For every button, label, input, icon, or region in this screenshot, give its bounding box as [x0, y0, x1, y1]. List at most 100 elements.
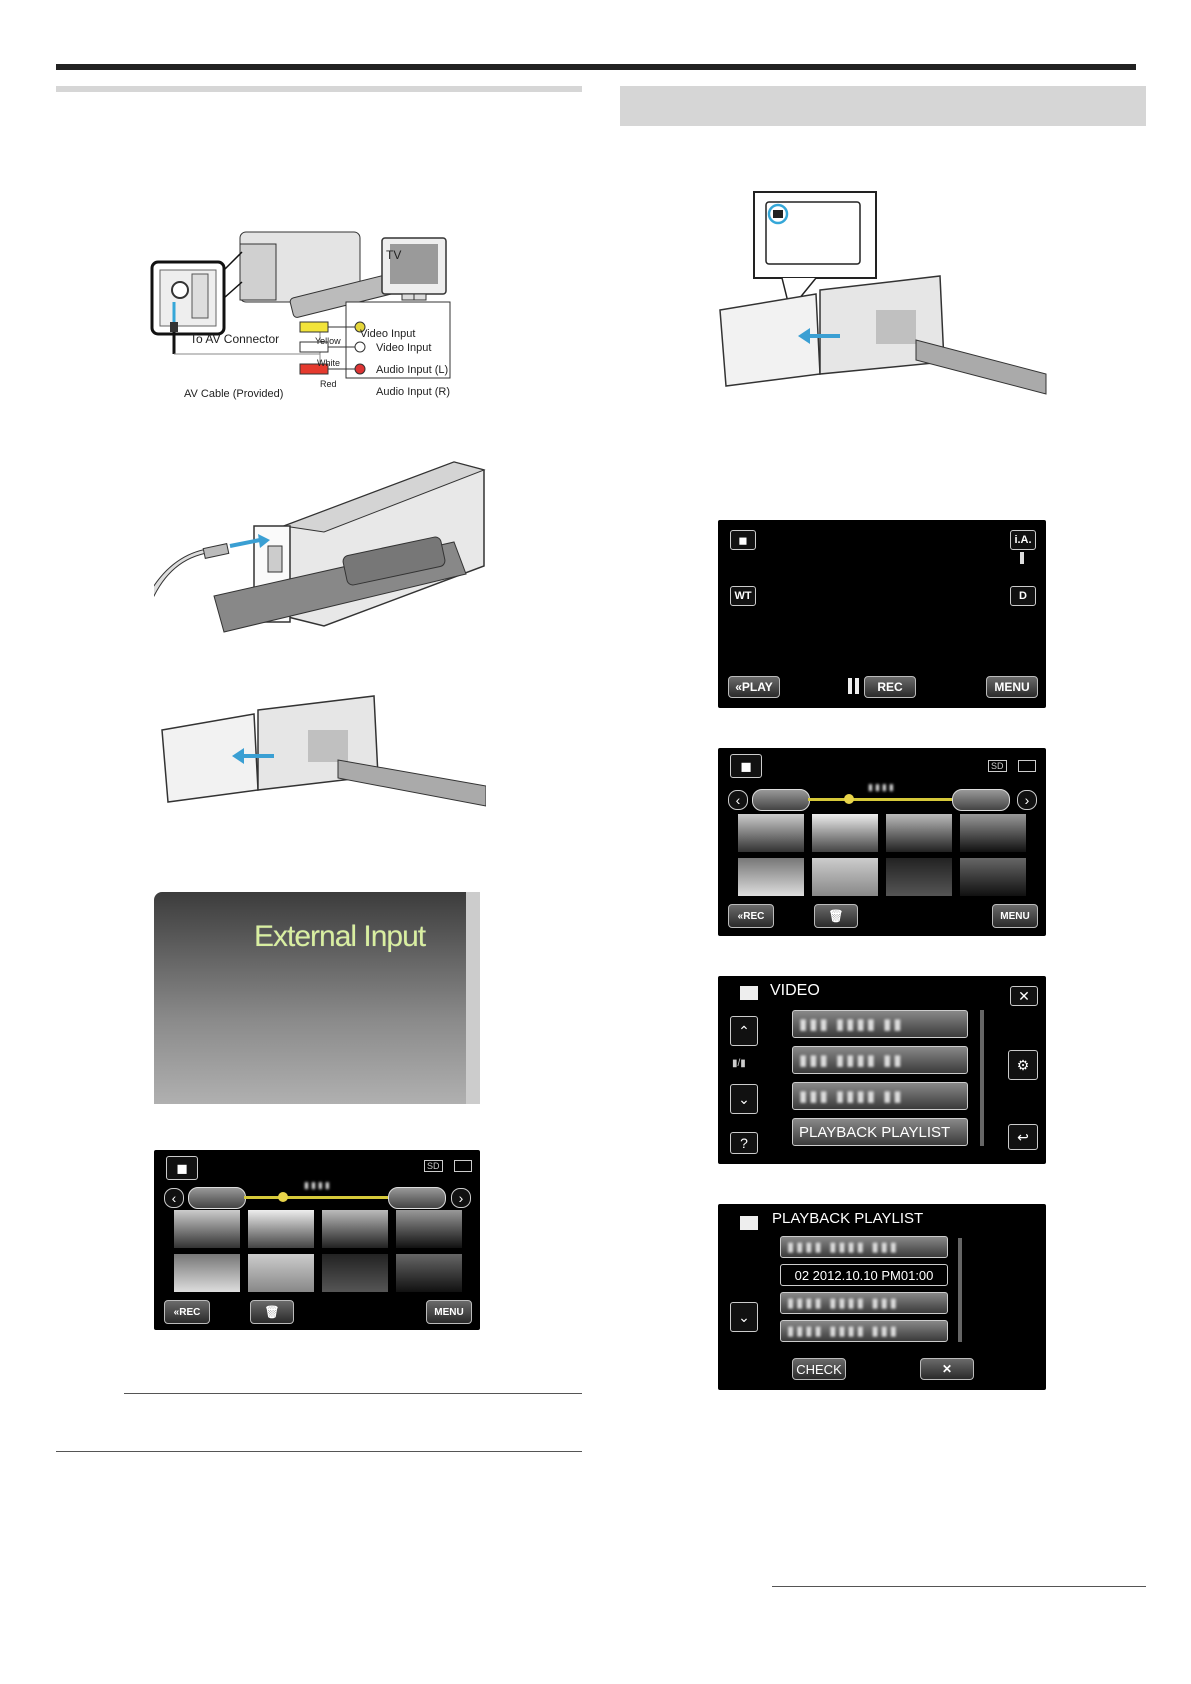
- lcd-callout-figure: [716, 190, 1050, 396]
- ia-button[interactable]: i.A.: [1010, 530, 1036, 550]
- thumbnail[interactable]: [322, 1254, 388, 1292]
- close-button[interactable]: ✕: [920, 1358, 974, 1380]
- right-section-header: [620, 86, 1146, 126]
- menu-button[interactable]: MENU: [986, 676, 1038, 698]
- thumbnail[interactable]: [174, 1254, 240, 1292]
- thumbnail[interactable]: [738, 814, 804, 852]
- scrollbar[interactable]: [958, 1238, 962, 1342]
- page-indicator: ▮/▮: [732, 1058, 746, 1069]
- trash-icon: 🗑: [264, 1305, 280, 1319]
- menu-item[interactable]: ▮▮▮ ▮▮▮▮ ▮▮: [792, 1010, 968, 1038]
- scrollbar[interactable]: [980, 1010, 984, 1146]
- next-arrow-icon[interactable]: ›: [451, 1188, 471, 1208]
- scroll-down-button[interactable]: ⌄: [730, 1302, 758, 1332]
- thumbnail[interactable]: [248, 1254, 314, 1292]
- video-mode-icon[interactable]: ◼: [166, 1156, 198, 1180]
- menu-item[interactable]: ▮▮▮ ▮▮▮▮ ▮▮: [792, 1082, 968, 1110]
- thumbnail[interactable]: [248, 1210, 314, 1248]
- figure-icon: [1020, 552, 1024, 564]
- white-label: White: [317, 358, 341, 368]
- thumbnail[interactable]: [396, 1254, 462, 1292]
- playlist-item-label: ▮▮▮▮ ▮▮▮▮ ▮▮▮: [787, 1239, 899, 1254]
- playlist-item[interactable]: ▮▮▮▮ ▮▮▮▮ ▮▮▮: [780, 1320, 948, 1342]
- d-button[interactable]: D: [1010, 586, 1036, 606]
- menu-item-label: ▮▮▮ ▮▮▮▮ ▮▮: [799, 1016, 904, 1033]
- video-camera-icon: [740, 986, 758, 1000]
- trash-button[interactable]: 🗑: [814, 904, 858, 928]
- prev-arrow-icon[interactable]: ‹: [728, 790, 748, 810]
- thumbnail[interactable]: [812, 858, 878, 896]
- thumbnail[interactable]: [886, 814, 952, 852]
- return-icon: ↩: [1017, 1128, 1029, 1145]
- thumbnail[interactable]: [812, 814, 878, 852]
- thumbnail[interactable]: [174, 1210, 240, 1248]
- red-label: Red: [320, 379, 337, 389]
- trash-button[interactable]: 🗑: [250, 1300, 294, 1324]
- video-input-header: Video Input: [360, 328, 416, 340]
- rec-button[interactable]: REC: [864, 676, 916, 698]
- menu-item[interactable]: ▮▮▮ ▮▮▮▮ ▮▮: [792, 1046, 968, 1074]
- left-section-bar: [56, 86, 582, 92]
- timeline-slider[interactable]: [844, 794, 854, 804]
- screen-bezel: [466, 892, 480, 1104]
- top-rule: [56, 64, 1136, 70]
- thumbnail[interactable]: [960, 814, 1026, 852]
- sd-badge: SD: [988, 760, 1007, 772]
- sd-badge: SD: [424, 1160, 443, 1172]
- video-mode-icon[interactable]: ◼: [730, 754, 762, 778]
- video-input-label: Video Input: [376, 342, 432, 354]
- yellow-label: Yellow: [315, 336, 341, 346]
- camcorder-lcd-callout-illustration: [719, 191, 1047, 395]
- date-pill-right[interactable]: [388, 1187, 446, 1209]
- rec-button[interactable]: «REC: [728, 904, 774, 928]
- timeline-slider[interactable]: [278, 1192, 288, 1202]
- playlist-item-label: ▮▮▮▮ ▮▮▮▮ ▮▮▮: [787, 1323, 899, 1338]
- gear-icon: ⚙: [1016, 1056, 1030, 1073]
- thumbnail[interactable]: [322, 1210, 388, 1248]
- menu-button[interactable]: MENU: [992, 904, 1038, 928]
- playlist-item-selected[interactable]: 02 2012.10.10 PM01:00: [780, 1264, 948, 1286]
- date-pill-left[interactable]: [752, 789, 810, 811]
- record-screen: ◼ i.A. WT D «PLAY REC MENU: [718, 520, 1046, 708]
- playlist-item[interactable]: ▮▮▮▮ ▮▮▮▮ ▮▮▮: [780, 1236, 948, 1258]
- menu-item-label: ▮▮▮ ▮▮▮▮ ▮▮: [799, 1052, 904, 1069]
- date-pill-right[interactable]: [952, 789, 1010, 811]
- timeline-bar[interactable]: [244, 1196, 388, 1199]
- help-button[interactable]: ?: [730, 1132, 758, 1154]
- prev-arrow-icon[interactable]: ‹: [164, 1188, 184, 1208]
- back-button[interactable]: ↩: [1008, 1124, 1038, 1150]
- chevron-down-icon: ⌄: [738, 1308, 750, 1325]
- timeline-date: ▮▮▮▮: [868, 782, 896, 792]
- timeline-bar[interactable]: [808, 798, 952, 801]
- video-mode-icon[interactable]: ◼: [730, 530, 756, 550]
- scroll-down-button[interactable]: ⌄: [730, 1084, 758, 1114]
- thumbnail[interactable]: [886, 858, 952, 896]
- date-pill-left[interactable]: [188, 1187, 246, 1209]
- scroll-up-button[interactable]: ⌃: [730, 1016, 758, 1046]
- check-button[interactable]: CHECK: [792, 1358, 846, 1380]
- menu-item-label: ▮▮▮ ▮▮▮▮ ▮▮: [799, 1088, 904, 1105]
- to-av-connector-label: To AV Connector: [190, 332, 280, 346]
- thumbnail[interactable]: [960, 858, 1026, 896]
- settings-button[interactable]: ⚙: [1008, 1050, 1038, 1080]
- tv-label: TV: [386, 248, 402, 262]
- chevron-down-icon: ⌄: [738, 1090, 750, 1107]
- thumbnail[interactable]: [738, 858, 804, 896]
- right-index-screen: ◼ SD ‹ › ▮▮▮▮ «REC 🗑 MENU: [718, 748, 1046, 936]
- playback-playlist-screen: PLAYBACK PLAYLIST ▮▮▮▮ ▮▮▮▮ ▮▮▮ 02 2012.…: [718, 1204, 1046, 1390]
- camcorder-cable-insert-illustration: [149, 461, 486, 633]
- playlist-item-label: ▮▮▮▮ ▮▮▮▮ ▮▮▮: [787, 1295, 899, 1310]
- audio-input-left-label: Audio Input (L): [376, 364, 449, 376]
- thumbnail[interactable]: [396, 1210, 462, 1248]
- wt-button[interactable]: WT: [730, 586, 756, 606]
- next-arrow-icon[interactable]: ›: [1017, 790, 1037, 810]
- menu-button[interactable]: MENU: [426, 1300, 472, 1324]
- play-button[interactable]: «PLAY: [728, 676, 780, 698]
- playlist-item[interactable]: ▮▮▮▮ ▮▮▮▮ ▮▮▮: [780, 1292, 948, 1314]
- footer-rule: [772, 1586, 1146, 1587]
- rec-button[interactable]: «REC: [164, 1300, 210, 1324]
- close-icon: ✕: [941, 1362, 953, 1376]
- camcorder-lcd-open-illustration: [161, 695, 487, 807]
- close-button[interactable]: ✕: [1010, 986, 1038, 1006]
- playback-playlist-item[interactable]: PLAYBACK PLAYLIST: [792, 1118, 968, 1146]
